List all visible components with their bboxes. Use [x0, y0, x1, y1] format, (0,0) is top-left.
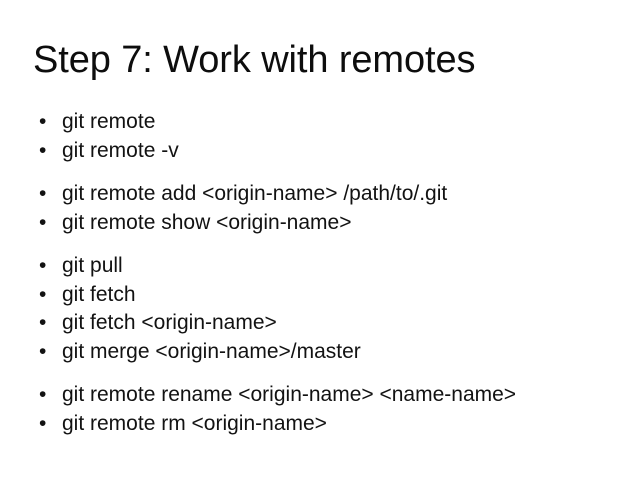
bullet-group: • git pull • git fetch • git fetch <orig…	[33, 252, 613, 366]
list-item-label: git remote add <origin-name> /path/to/.g…	[62, 182, 448, 205]
bullet-point-icon: •	[39, 282, 47, 306]
list-item: • git remote show <origin-name>	[33, 209, 613, 238]
bullet-point-icon: •	[39, 311, 47, 334]
group-spacer	[33, 366, 613, 381]
bullet-point-icon: •	[39, 138, 47, 162]
bullet-group: • git remote • git remote -v	[33, 108, 613, 165]
list-item: • git fetch	[33, 281, 613, 310]
list-item: • git remote rm <origin-name>	[33, 410, 613, 439]
list-item-label: git pull	[62, 254, 123, 277]
bullet-point-icon: •	[39, 110, 47, 133]
page-title: Step 7: Work with remotes	[33, 39, 476, 81]
bullet-point-icon: •	[39, 182, 47, 205]
bullet-group: • git remote rename <origin-name> <name-…	[33, 381, 613, 438]
list-item-label: git remote -v	[62, 138, 179, 162]
list-item: • git pull	[33, 252, 613, 281]
list-item: • git remote add <origin-name> /path/to/…	[33, 180, 613, 209]
group-spacer	[33, 165, 613, 180]
list-item-label: git fetch <origin-name>	[62, 311, 277, 334]
bullet-point-icon: •	[39, 210, 47, 234]
group-spacer	[33, 237, 613, 252]
list-item: • git remote	[33, 108, 613, 137]
list-item: • git remote rename <origin-name> <name-…	[33, 381, 613, 410]
list-item-label: git remote show <origin-name>	[62, 210, 352, 234]
bullet-point-icon: •	[39, 339, 47, 363]
list-item: • git fetch <origin-name>	[33, 309, 613, 338]
bullet-point-icon: •	[39, 411, 47, 435]
list-item: • git merge <origin-name>/master	[33, 338, 613, 367]
list-item: • git remote -v	[33, 137, 613, 166]
bullet-list: • git remote • git remote -v • git remot…	[33, 108, 613, 438]
bullet-point-icon: •	[39, 383, 47, 406]
list-item-label: git fetch	[62, 282, 136, 306]
list-item-label: git remote rename <origin-name> <name-na…	[62, 383, 517, 406]
list-item-label: git remote	[62, 110, 156, 133]
bullet-group: • git remote add <origin-name> /path/to/…	[33, 180, 613, 237]
bullet-point-icon: •	[39, 254, 47, 277]
list-item-label: git remote rm <origin-name>	[62, 411, 327, 435]
list-item-label: git merge <origin-name>/master	[62, 339, 361, 363]
